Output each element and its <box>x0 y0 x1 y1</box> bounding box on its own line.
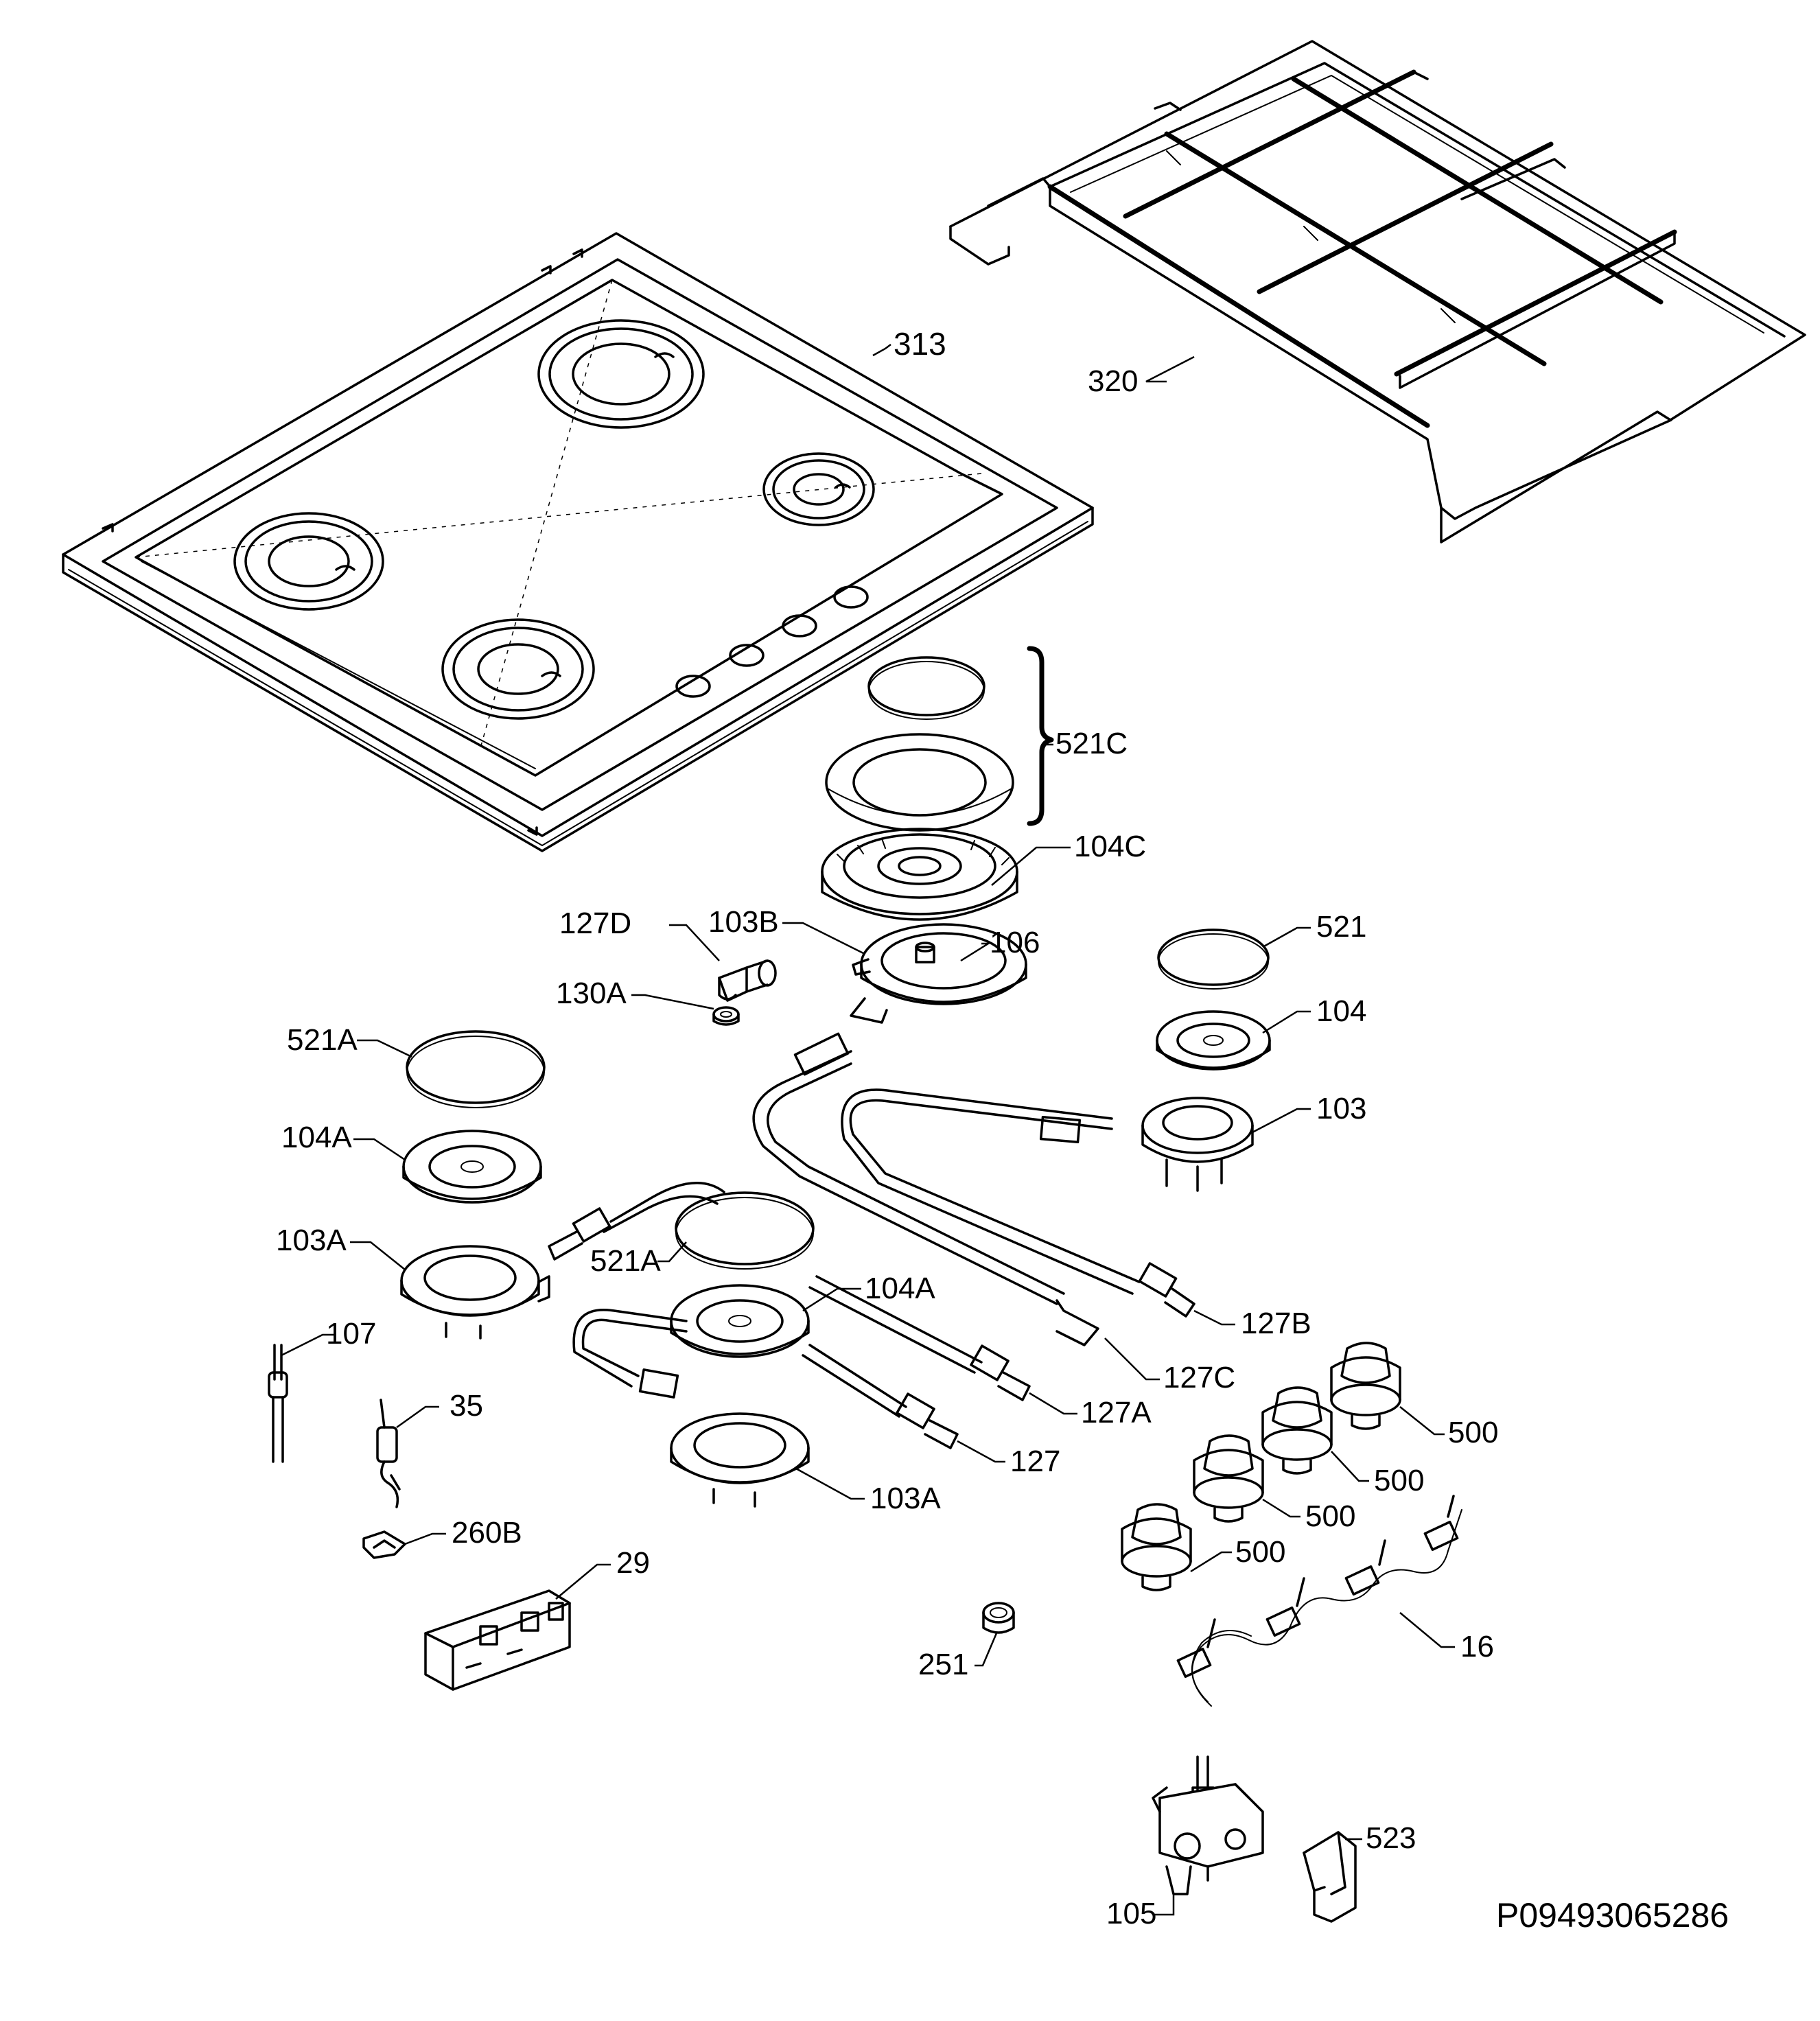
label-103b: 103B <box>708 905 779 939</box>
label-313: 313 <box>894 326 946 362</box>
ignition-unit-29 <box>424 1589 571 1691</box>
label-521a-centre: 521A <box>590 1244 661 1278</box>
label-103a-left: 103A <box>276 1224 347 1257</box>
label-29: 29 <box>616 1546 650 1580</box>
label-127d: 127D <box>559 907 631 940</box>
label-500-4: 500 <box>1235 1535 1285 1569</box>
document-id: P09493065286 <box>1496 1896 1729 1935</box>
burner-body-103b <box>850 923 1027 1024</box>
label-127: 127 <box>1010 1445 1060 1478</box>
washer-130a <box>712 1006 740 1026</box>
flame-spreader-104c <box>821 828 1018 921</box>
elbow-127d <box>718 959 777 1002</box>
clip-523 <box>1303 1831 1357 1923</box>
hob-top-plate <box>62 232 1094 852</box>
spark-electrode-35 <box>376 1399 401 1508</box>
hob-burner-front-left <box>233 512 384 611</box>
label-104c: 104C <box>1074 830 1146 863</box>
hob-burner-rear-left <box>537 319 705 429</box>
switch-harness-16 <box>1176 1495 1462 1707</box>
brace-521c <box>1027 646 1054 826</box>
sleeve-251 <box>982 1602 1015 1634</box>
label-127c: 127C <box>1163 1361 1235 1394</box>
gas-pipe-127a <box>548 1182 1031 1401</box>
cap-521a-centre <box>675 1191 815 1270</box>
flame-spreader-104a-centre <box>670 1284 810 1358</box>
label-103: 103 <box>1316 1092 1366 1125</box>
hob-knob-holes <box>675 585 869 698</box>
label-521: 521 <box>1316 910 1366 944</box>
control-knob-4 <box>1330 1342 1401 1430</box>
callout-labels: 313 320 521C 104C 103B 106 127D 130A 521… <box>276 326 1729 1935</box>
control-knob-3 <box>1261 1386 1333 1475</box>
label-104a-left: 104A <box>281 1121 352 1154</box>
label-104: 104 <box>1316 994 1366 1028</box>
label-320: 320 <box>1088 364 1138 398</box>
hob-burner-front-right <box>441 618 595 720</box>
label-500-2: 500 <box>1374 1464 1424 1497</box>
cap-521c-small <box>867 656 985 720</box>
pan-support-grid <box>949 40 1806 544</box>
label-260b: 260B <box>452 1516 522 1550</box>
clip-260b <box>362 1530 406 1559</box>
label-127a: 127A <box>1081 1396 1152 1429</box>
control-knob-2 <box>1193 1434 1264 1523</box>
label-521c: 521C <box>1055 727 1128 760</box>
label-103a-centre: 103A <box>870 1482 941 1515</box>
label-521a-left: 521A <box>287 1023 358 1057</box>
hob-burner-rear-right <box>762 452 875 526</box>
gas-valve-105 <box>1152 1755 1264 1895</box>
gas-pipe-127b <box>841 1088 1195 1318</box>
burner-body-103a-centre <box>670 1412 810 1508</box>
cap-521a-left <box>406 1030 546 1108</box>
label-107: 107 <box>326 1317 376 1351</box>
label-35: 35 <box>450 1389 483 1423</box>
label-130a: 130A <box>556 977 627 1010</box>
leader-lines <box>281 344 1455 1916</box>
label-16: 16 <box>1460 1630 1494 1663</box>
label-105: 105 <box>1106 1897 1156 1930</box>
label-104a-centre: 104A <box>865 1272 935 1305</box>
label-106: 106 <box>990 926 1040 959</box>
cap-521 <box>1157 928 1270 990</box>
label-523: 523 <box>1366 1821 1416 1855</box>
burner-body-103 <box>1141 1097 1254 1192</box>
label-251: 251 <box>918 1648 968 1681</box>
gas-pipe-127 <box>572 1309 959 1449</box>
cap-521c-ring <box>825 733 1014 832</box>
label-500-3: 500 <box>1305 1499 1355 1533</box>
control-knob-1 <box>1121 1503 1192 1591</box>
thermocouple-107 <box>268 1344 288 1463</box>
label-500-1: 500 <box>1448 1416 1498 1449</box>
burner-body-103a-left <box>400 1245 550 1340</box>
gas-pipe-127d-to-centre <box>752 1032 1099 1346</box>
flame-spreader-104a-left <box>402 1130 542 1204</box>
label-127b: 127B <box>1241 1307 1311 1340</box>
flame-spreader-104 <box>1156 1010 1271 1071</box>
